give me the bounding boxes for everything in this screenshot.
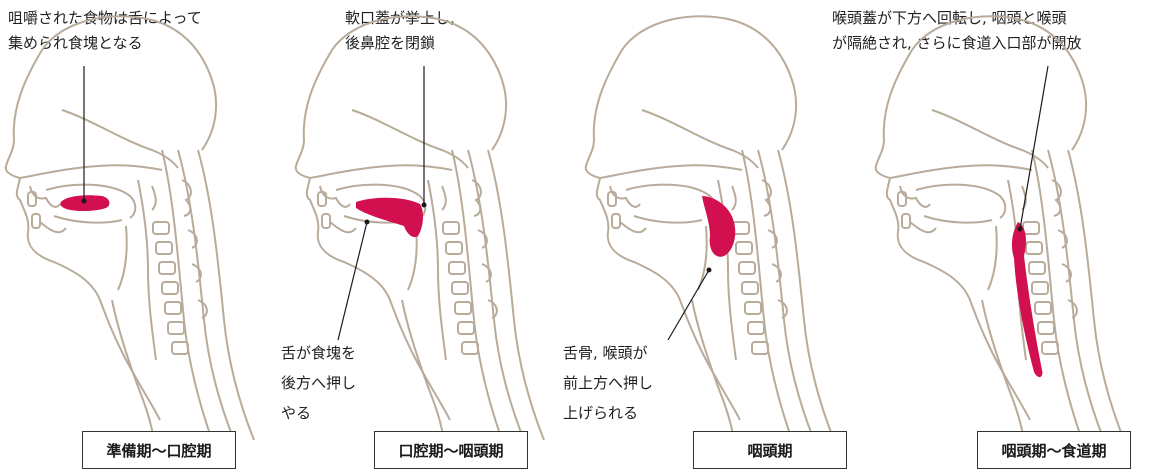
stage1-anatomy [6, 16, 254, 440]
stage2-leader-bottom-dot [365, 220, 370, 225]
stage-label-pharyngeal-esophageal: 咽頭期〜食道期 [977, 431, 1131, 469]
stage1-leader-dot [82, 199, 87, 204]
stage4-anatomy [876, 16, 1124, 440]
stage-label-oral-pharyngeal: 口腔期〜咽頭期 [374, 431, 528, 469]
stage3-leader-line [668, 270, 709, 340]
stage2-anatomy [296, 16, 544, 440]
stage4-leader-dot [1018, 227, 1023, 232]
stage4-bolus [1012, 222, 1042, 377]
stage2-leader-top-dot [422, 203, 427, 208]
stage3-anatomy [586, 16, 834, 440]
stage3-leader-dot [707, 268, 712, 273]
stage2-leader-bottom [338, 222, 367, 340]
stage2-bolus [356, 198, 423, 237]
stage-label-pharyngeal: 咽頭期 [693, 431, 847, 469]
stage-label-preparatory-oral: 準備期〜口腔期 [82, 431, 236, 469]
stage4-leader-line [1020, 66, 1048, 229]
